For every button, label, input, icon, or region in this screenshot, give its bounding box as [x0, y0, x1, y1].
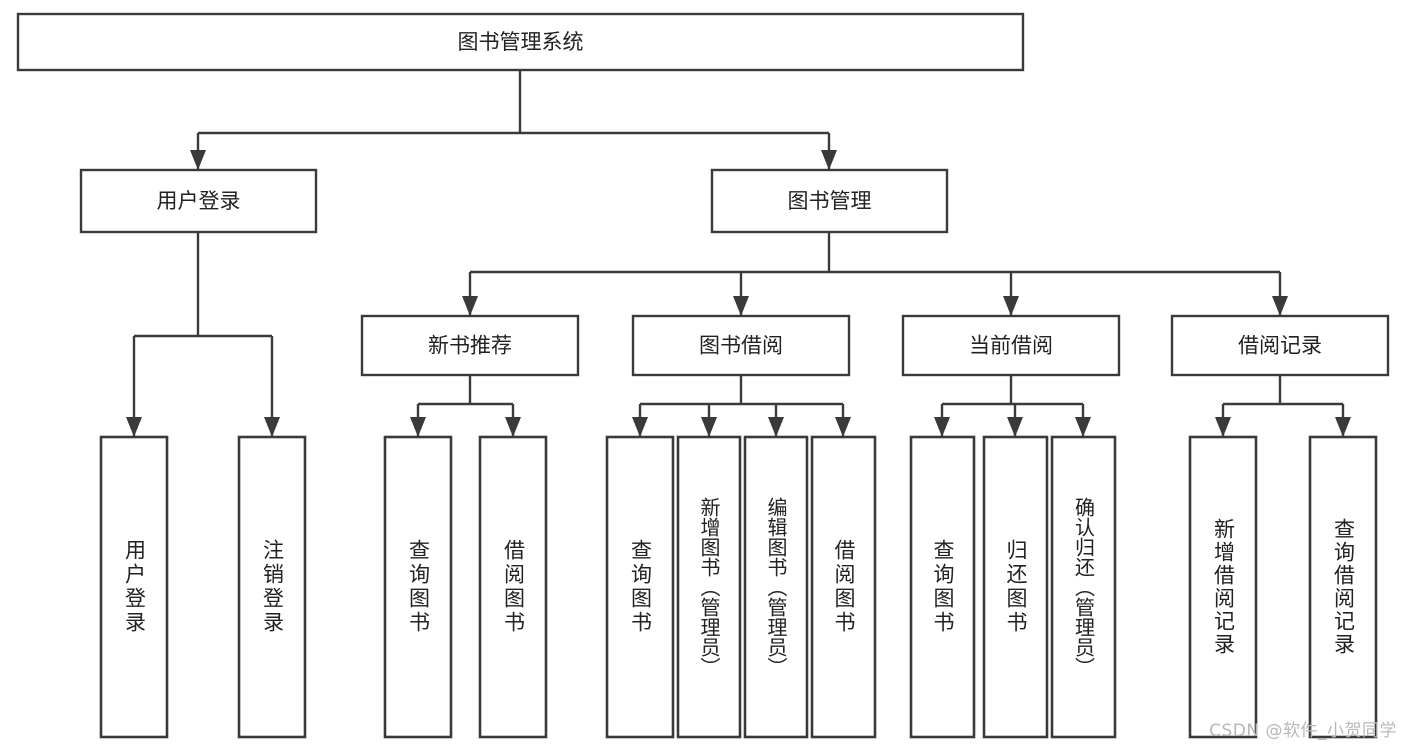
arrow-head-icon [934, 417, 950, 437]
connector-layer [126, 70, 1351, 437]
leaf-box-查询图书-8[interactable] [909, 435, 976, 739]
node-label-新书推荐: 新书推荐 [428, 334, 512, 358]
arrow-head-icon [410, 417, 426, 437]
node-label-图书管理系统: 图书管理系统 [458, 30, 584, 54]
node-box-用户登录[interactable] [79, 168, 318, 234]
arrow-head-icon [821, 150, 837, 170]
arrow-head-icon [462, 296, 478, 316]
leaf-box-借阅图书-3[interactable] [478, 435, 548, 739]
connector-group-borrow-to-leaves [638, 375, 845, 437]
node-box-图书管理[interactable] [710, 168, 949, 234]
node-label-借阅记录: 借阅记录 [1238, 334, 1322, 358]
leaf-box-注销登录-1[interactable] [237, 435, 307, 739]
arrow-head-icon [505, 417, 521, 437]
connector-group-new-book-to-leaves [416, 375, 515, 437]
arrow-head-icon [1007, 417, 1023, 437]
arrow-head-icon [768, 417, 784, 437]
arrow-head-icon [1272, 296, 1288, 316]
node-box-图书管理系统[interactable] [16, 12, 1025, 72]
arrow-head-icon [1003, 296, 1019, 316]
arrow-head-icon [701, 417, 717, 437]
box-layer [16, 12, 1390, 739]
node-box-新书推荐[interactable] [360, 314, 580, 377]
leaf-box-借阅图书-7[interactable] [810, 435, 877, 739]
leaf-box-用户登录-0[interactable] [99, 435, 169, 739]
arrow-head-icon [1075, 417, 1091, 437]
watermark-text: CSDN @软件_小贺同学 [1209, 721, 1397, 741]
arrow-head-icon [190, 150, 206, 170]
node-label-图书借阅: 图书借阅 [699, 334, 783, 358]
arrow-head-icon [733, 296, 749, 316]
connector-group-book-mgmt-to-level3 [468, 232, 1282, 316]
node-label-用户登录: 用户登录 [157, 189, 241, 213]
connector-group-user-login-to-leaves [132, 232, 274, 437]
leaf-box-查询借阅记录-12[interactable] [1308, 435, 1378, 739]
leaf-box-新增图书管理员-5[interactable] [676, 435, 742, 739]
arrow-head-icon [264, 417, 280, 437]
node-box-借阅记录[interactable] [1170, 314, 1390, 377]
arrow-head-icon [632, 417, 648, 437]
leaf-box-查询图书-4[interactable] [605, 435, 675, 739]
node-box-图书借阅[interactable] [631, 314, 851, 377]
leaf-box-查询图书-2[interactable] [383, 435, 453, 739]
leaf-box-编辑图书管理员-6[interactable] [743, 435, 809, 739]
leaf-box-确认归还管理员-10[interactable] [1050, 435, 1117, 739]
node-label-当前借阅: 当前借阅 [969, 334, 1053, 358]
arrow-head-icon [126, 417, 142, 437]
node-box-当前借阅[interactable] [901, 314, 1121, 377]
connector-group-record-to-leaves [1221, 375, 1345, 437]
connector-group-root-to-level2 [196, 70, 831, 170]
arrow-head-icon [1335, 417, 1351, 437]
leaf-box-新增借阅记录-11[interactable] [1188, 435, 1258, 739]
arrow-head-icon [1215, 417, 1231, 437]
node-label-图书管理: 图书管理 [788, 189, 872, 213]
leaf-box-归还图书-9[interactable] [982, 435, 1049, 739]
arrow-head-icon [835, 417, 851, 437]
